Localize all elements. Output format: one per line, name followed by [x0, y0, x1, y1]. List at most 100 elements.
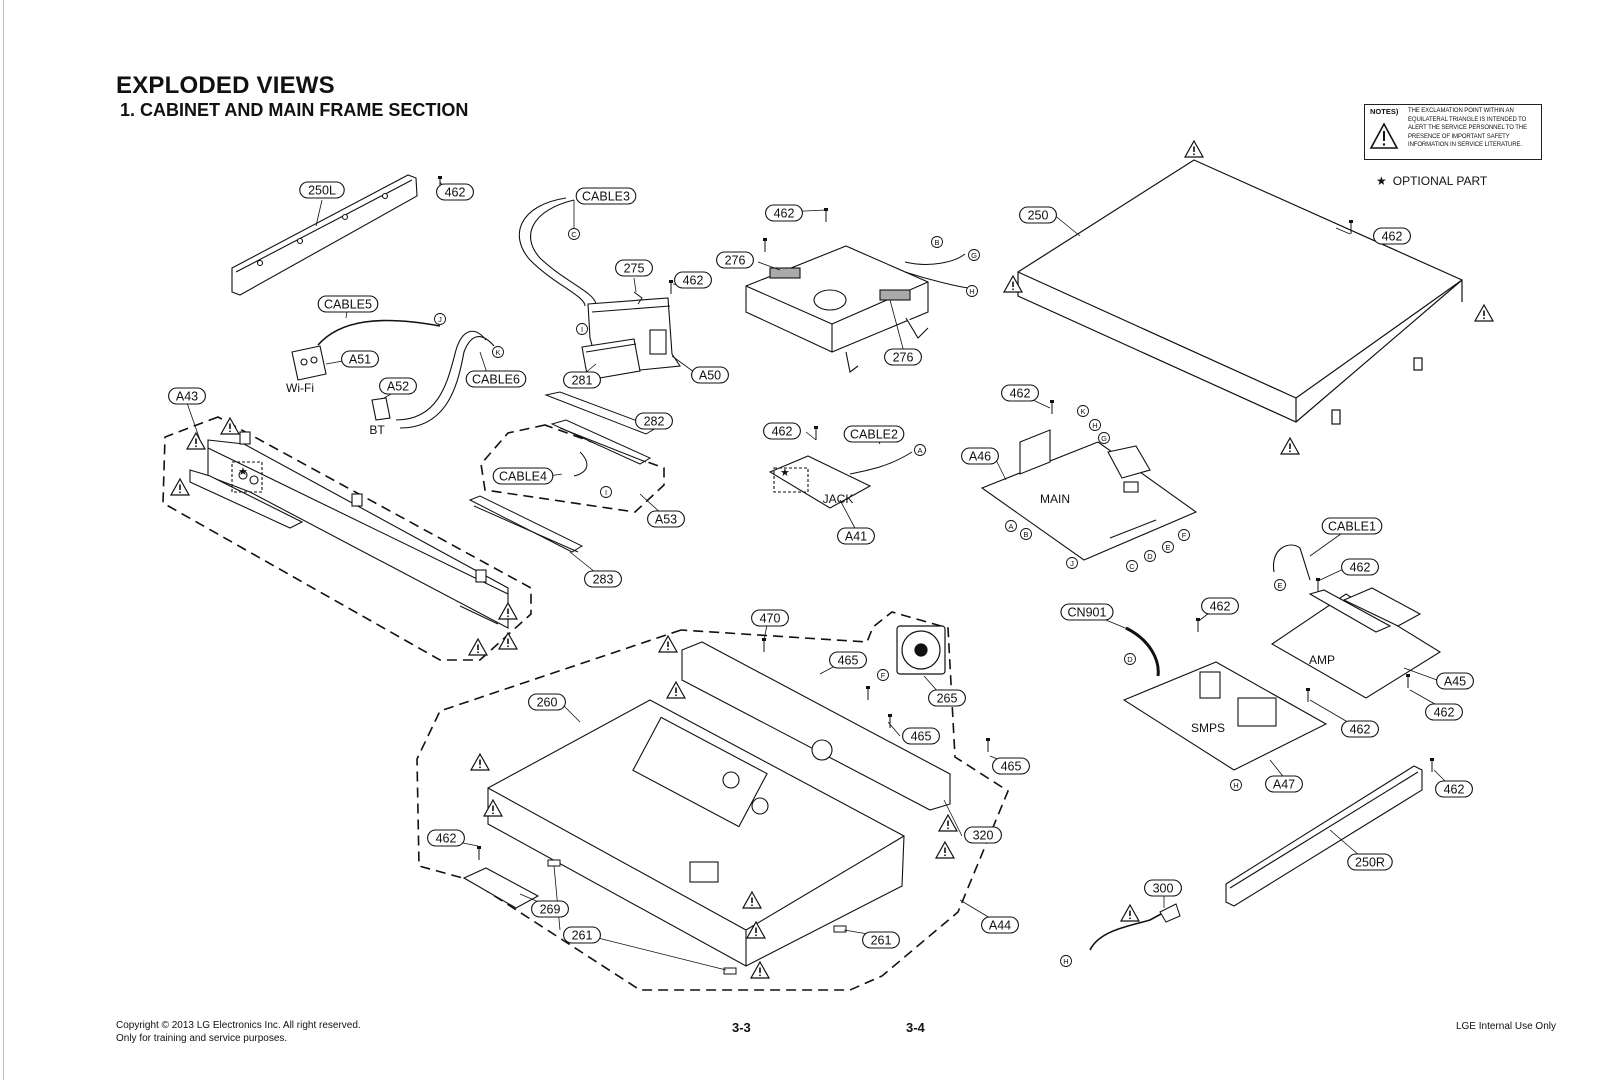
part-number-label: A52 [387, 380, 409, 394]
part-number-label: CABLE1 [1328, 520, 1376, 534]
svg-text:B: B [934, 238, 939, 247]
page-edge-rule [3, 0, 4, 1080]
part-number-label: CABLE6 [472, 373, 520, 387]
connector-marker-a: A [914, 444, 926, 456]
connector-marker-f: F [1178, 529, 1190, 541]
part-number-label: 250R [1355, 856, 1385, 870]
svg-text:F: F [881, 671, 886, 680]
side-bracket-250l [231, 174, 418, 296]
screw-icon [1405, 673, 1411, 689]
part-callout-250: 250 [1019, 206, 1057, 224]
copyright-text: Copyright © 2013 LG Electronics Inc. All… [116, 1020, 361, 1031]
part-callout-462: 462 [1373, 227, 1411, 245]
part-callout-281: 281 [563, 371, 601, 389]
part-number-label: CN901 [1068, 606, 1107, 620]
section-subtitle: 1. CABINET AND MAIN FRAME SECTION [120, 100, 469, 120]
top-cover-250 [1017, 159, 1464, 425]
part-callout-470: 470 [751, 609, 789, 627]
part-callout-260: 260 [528, 693, 566, 711]
part-number-label: A46 [969, 450, 991, 464]
window-281 [581, 338, 641, 381]
fan-265 [896, 625, 946, 675]
optional-part-label: OPTIONAL PART [1392, 174, 1488, 188]
part-callout-265: 265 [928, 689, 966, 707]
part-callout-462: 462 [1341, 558, 1379, 576]
page-number-right: 3-4 [906, 1020, 925, 1035]
part-callout-cable5: CABLE5 [317, 295, 379, 313]
optical-drive-276 [745, 245, 929, 373]
part-callout-275: 275 [615, 259, 653, 277]
chassis-a44 [487, 699, 905, 967]
part-callout-462: 462 [1001, 384, 1039, 402]
part-callout-cable1: CABLE1 [1321, 517, 1383, 535]
part-number-label: 283 [593, 573, 614, 587]
part-number-label: 269 [540, 903, 561, 917]
part-number-label: 260 [537, 696, 558, 710]
page-number-left: 3-3 [732, 1020, 751, 1035]
svg-text:C: C [1129, 562, 1135, 571]
svg-text:B: B [1023, 530, 1028, 539]
flex-cable1 [1273, 544, 1311, 581]
group-outline-a43 [162, 416, 532, 661]
connector-marker-b: B [1020, 528, 1032, 540]
connector-marker-h: H [1230, 779, 1242, 791]
footer-copyright: Copyright © 2013 LG Electronics Inc. All… [116, 1019, 361, 1045]
part-number-label: 276 [725, 254, 746, 268]
part-number-label: 276 [893, 351, 914, 365]
connector-marker-k: K [1077, 405, 1089, 417]
notes-box: NOTES) THE EXCLAMATION POINT WITHIN AN E… [1364, 104, 1542, 160]
part-number-label: 465 [1001, 760, 1022, 774]
key-strip-283 [468, 495, 584, 553]
connector-marker-a: A [1005, 520, 1017, 532]
notes-heading: NOTES) [1370, 107, 1399, 116]
part-callout-a45: A45 [1436, 672, 1474, 690]
jack-board-a41 [768, 455, 872, 509]
warning-triangle-icon [1120, 904, 1140, 922]
part-callout-a53: A53 [647, 510, 685, 528]
connector-marker-g: G [1098, 432, 1110, 444]
warning-triangle-icon [470, 753, 490, 771]
warning-triangle-icon [938, 814, 958, 832]
screw-icon [1305, 687, 1311, 703]
screw-icon [1195, 617, 1201, 633]
screw-icon [762, 237, 768, 253]
part-number-label: 470 [760, 612, 781, 626]
part-callout-a41: A41 [837, 527, 875, 545]
warning-triangle-icon [935, 841, 955, 859]
connector-marker-f: F [877, 669, 889, 681]
warning-triangle-icon [220, 417, 240, 435]
part-callout-cable6: CABLE6 [465, 370, 527, 388]
part-number-label: 462 [683, 274, 704, 288]
part-number-label: CABLE2 [850, 428, 898, 442]
part-number-label: A45 [1444, 675, 1466, 689]
warning-triangle-icon [666, 681, 686, 699]
ribbon-cable6 [395, 330, 487, 421]
part-number-label: 300 [1153, 882, 1174, 896]
part-number-label: 462 [1382, 230, 1403, 244]
part-number-label: 465 [838, 654, 859, 668]
svg-text:J: J [1070, 559, 1074, 568]
part-callout-462: 462 [763, 422, 801, 440]
power-cord-300 [1089, 907, 1173, 951]
part-number-label: 261 [871, 934, 892, 948]
svg-text:E: E [1277, 581, 1282, 590]
part-number-label: A47 [1273, 778, 1295, 792]
connector-marker-j: J [1066, 557, 1078, 569]
connector-marker-h: H [1089, 419, 1101, 431]
star-icon: ★ [1376, 174, 1387, 188]
screw-icon [865, 685, 871, 701]
part-number-label: 275 [624, 262, 645, 276]
warning-triangle-icon [1474, 304, 1494, 322]
star-icon: ★ [780, 467, 790, 479]
part-number-label: 261 [572, 929, 593, 943]
part-number-label: 250 [1028, 209, 1049, 223]
part-callout-465: 465 [829, 651, 867, 669]
connector-marker-j: J [434, 313, 446, 325]
warning-triangle-icon [498, 632, 518, 650]
part-number-label: 462 [774, 207, 795, 221]
screw-icon [1429, 757, 1435, 773]
part-callout-462: 462 [1201, 597, 1239, 615]
